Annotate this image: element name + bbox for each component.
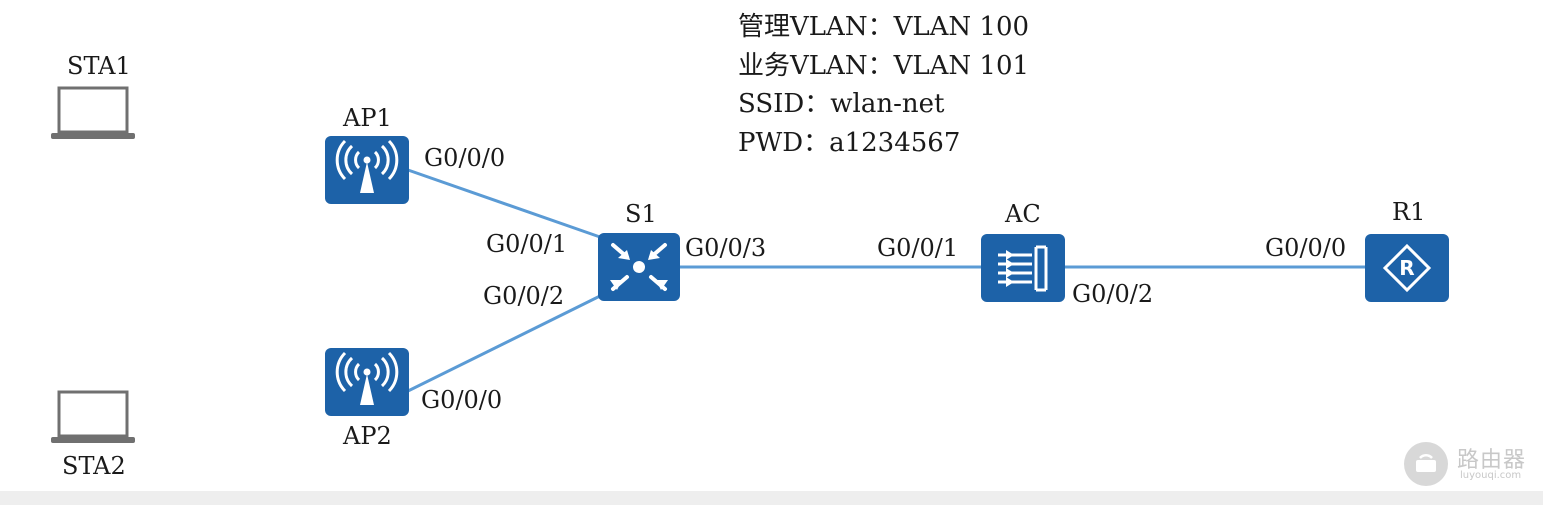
access-controller-icon	[981, 234, 1065, 302]
bottom-bar	[0, 491, 1543, 505]
password-text: PWD：a1234567	[738, 127, 961, 158]
svg-text:R: R	[1399, 256, 1414, 280]
wireless-ap-icon	[325, 348, 409, 416]
port-label-r1-g000: G0/0/0	[1265, 234, 1347, 262]
service-vlan-text: 业务VLAN：VLAN 101	[738, 50, 1030, 81]
s1-label: S1	[625, 200, 657, 228]
ac-label: AC	[1005, 200, 1041, 228]
laptop-icon	[51, 86, 135, 139]
port-label-s1-g001: G0/0/1	[486, 230, 568, 258]
laptop-icon	[51, 390, 135, 443]
ap2-label: AP2	[343, 422, 392, 450]
port-label-ap2-g000: G0/0/0	[421, 386, 503, 414]
port-label-ac-g001: G0/0/1	[877, 234, 959, 262]
watermark-en-text: luyouqi.com	[1460, 470, 1522, 481]
management-vlan-text: 管理VLAN：VLAN 100	[738, 12, 1030, 42]
router-logo-icon	[1404, 442, 1448, 486]
sta2-label: STA2	[62, 452, 126, 480]
port-label-s1-g002: G0/0/2	[483, 282, 565, 310]
watermark: 路由器 luyouqi.com	[1400, 440, 1540, 488]
port-label-ac-g002: G0/0/2	[1072, 280, 1154, 308]
network-info: 管理VLAN：VLAN 100 业务VLAN：VLAN 101 SSID：wla…	[738, 8, 1029, 162]
link-ap1-s1	[407, 168, 601, 239]
sta1-label: STA1	[67, 52, 131, 80]
router-icon: R	[1365, 234, 1449, 302]
port-label-ap1-g000: G0/0/0	[424, 144, 506, 172]
switch-icon	[598, 233, 680, 301]
port-label-s1-g003: G0/0/3	[685, 234, 767, 262]
watermark-cn-text: 路由器	[1457, 448, 1527, 473]
r1-label: R1	[1392, 198, 1426, 226]
link-ap2-s1	[407, 294, 601, 393]
ssid-text: SSID：wlan-net	[738, 89, 945, 119]
ap1-label: AP1	[343, 104, 392, 132]
wireless-ap-icon	[325, 136, 409, 204]
